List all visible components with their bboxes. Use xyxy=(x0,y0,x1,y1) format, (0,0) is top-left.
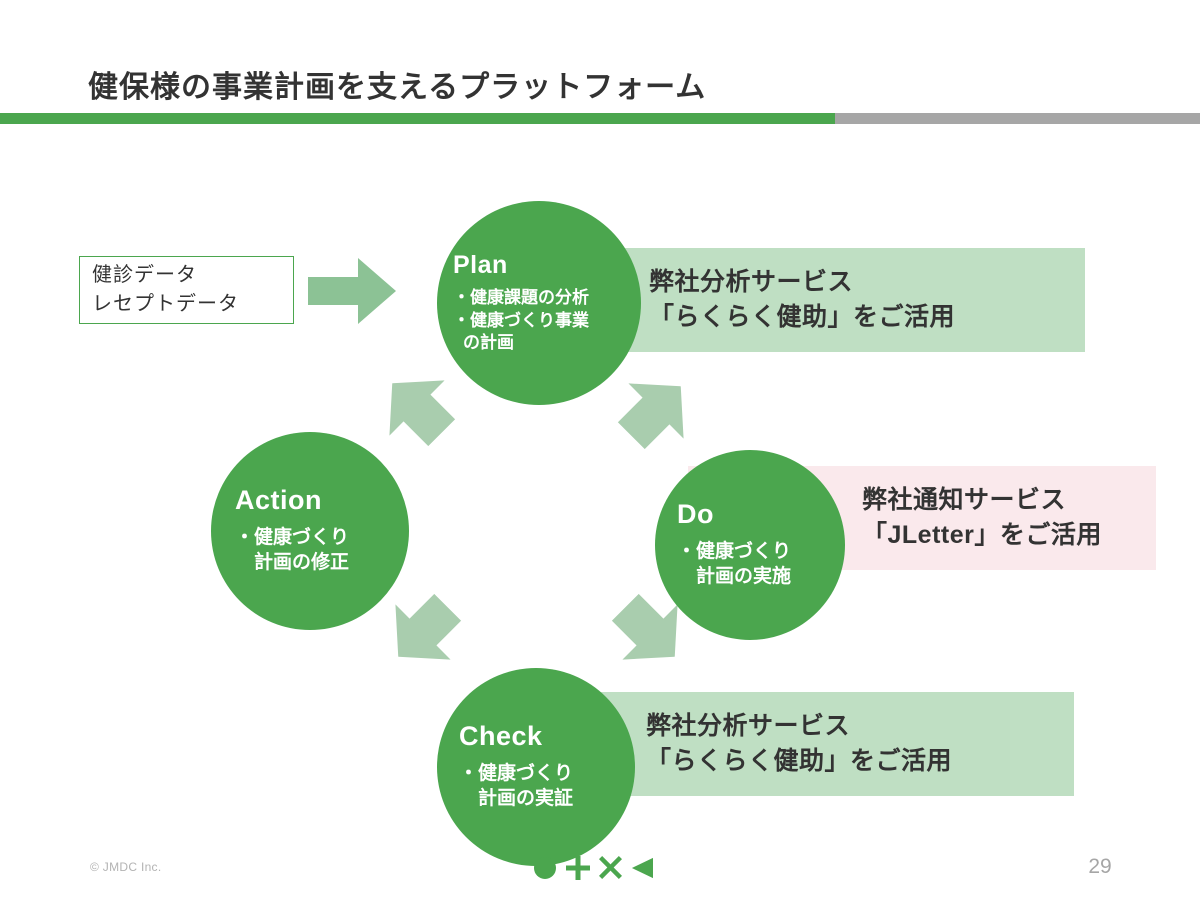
pdca-plan-phase-label: Plan xyxy=(453,250,508,279)
pdca-do-item-1-continued: 計画の実施 xyxy=(696,565,792,587)
source-data-line-2: レセプトデータ xyxy=(92,293,239,315)
cycle-arrow-action-to-plan-icon xyxy=(365,356,470,461)
pdca-check-phase-label: Check xyxy=(459,721,543,752)
source-data-box: 健診データ レセプトデータ xyxy=(79,256,294,324)
cycle-arrow-do-to-check-icon xyxy=(598,580,703,685)
header-divider xyxy=(0,113,1200,124)
logo-circle-icon xyxy=(533,856,557,885)
pdca-action-item-1-continued: 計画の修正 xyxy=(254,551,350,573)
pdca-circle-action: Action ・健康づくり 計画の修正 xyxy=(211,432,409,630)
pdca-plan-item-1: ・健康課題の分析 xyxy=(453,288,589,308)
pdca-do-item-1: ・健康づくり xyxy=(677,541,792,563)
header-divider-gray-segment xyxy=(835,113,1200,124)
jmdc-logo xyxy=(533,855,663,885)
logo-plus-icon xyxy=(566,855,590,885)
cycle-arrow-plan-to-do-icon xyxy=(604,359,709,464)
logo-cross-icon xyxy=(599,856,622,884)
cycle-arrow-check-to-action-icon xyxy=(371,580,476,685)
banner-check-line-2: 「らくらく健助」をご活用 xyxy=(646,747,953,775)
pdca-circle-do: Do ・健康づくり 計画の実施 xyxy=(655,450,845,640)
banner-do-line-1: 弊社通知サービス xyxy=(862,485,1067,514)
pdca-circle-check: Check ・健康づくり 計画の実証 xyxy=(437,668,635,866)
banner-do-line-2: 「JLetter」をご活用 xyxy=(862,521,1102,549)
pdca-plan-item-2: ・健康づくり事業 xyxy=(453,310,589,330)
pdca-plan-item-2-continued: の計画 xyxy=(463,332,514,352)
page-title: 健保様の事業計画を支えるプラットフォーム xyxy=(88,71,707,104)
logo-triangle-icon xyxy=(631,857,653,884)
source-data-line-1: 健診データ xyxy=(92,264,197,286)
banner-plan-line-1: 弊社分析サービス xyxy=(649,267,854,296)
header-divider-green-segment xyxy=(0,113,835,124)
copyright-notice: © JMDC Inc. xyxy=(90,860,162,874)
pdca-circle-plan: Plan ・健康課題の分析 ・健康づくり事業 の計画 xyxy=(437,201,641,405)
pdca-check-item-1-continued: 計画の実証 xyxy=(478,787,574,809)
pdca-action-item-1: ・健康づくり xyxy=(235,527,350,549)
banner-plan-line-2: 「らくらく健助」をご活用 xyxy=(649,303,956,331)
banner-check-line-1: 弊社分析サービス xyxy=(646,711,851,740)
pdca-do-phase-label: Do xyxy=(677,499,714,530)
pdca-check-item-1: ・健康づくり xyxy=(459,763,574,785)
right-arrow-icon xyxy=(308,258,396,324)
page-number: 29 xyxy=(1088,855,1112,878)
pdca-action-phase-label: Action xyxy=(235,485,322,516)
